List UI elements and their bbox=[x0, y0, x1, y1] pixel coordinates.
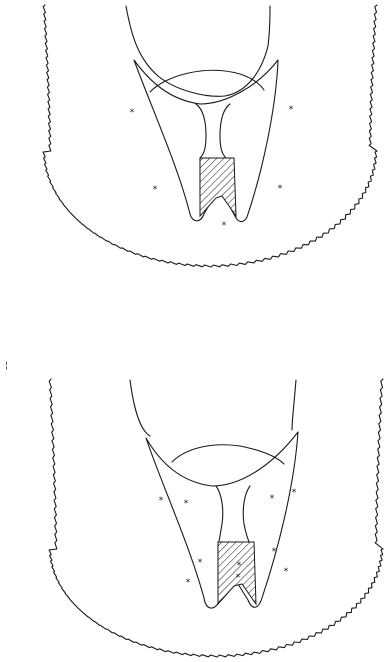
lower-star-marker: * bbox=[159, 496, 164, 506]
upper-star-marker: * bbox=[222, 221, 227, 231]
lower-diagram bbox=[49, 379, 383, 657]
lower-inner-arch bbox=[172, 445, 284, 464]
lower-rod-outline bbox=[130, 380, 296, 436]
upper-outer-outline bbox=[43, 5, 377, 267]
lower-outer-outline bbox=[49, 379, 383, 657]
lower-star-marker: * bbox=[184, 499, 189, 509]
upper-star-marker: * bbox=[153, 185, 158, 195]
upper-star-marker: * bbox=[278, 184, 283, 194]
upper-star-marker: * bbox=[130, 108, 135, 118]
lower-star-marker: * bbox=[272, 547, 277, 557]
lower-star-marker: * bbox=[186, 578, 191, 588]
lower-star-marker: * bbox=[270, 494, 275, 504]
upper-hatched-plug bbox=[200, 158, 236, 216]
upper-rod-outline bbox=[126, 6, 270, 96]
lower-star-marker: * bbox=[198, 558, 203, 568]
upper-star-marker: * bbox=[289, 105, 294, 115]
stray-mark: ¦ bbox=[5, 361, 8, 371]
lower-star-marker: * bbox=[236, 573, 241, 583]
lower-star-marker: * bbox=[237, 561, 242, 571]
lower-star-marker: * bbox=[292, 488, 297, 498]
upper-diagram bbox=[43, 5, 377, 267]
lower-star-marker: * bbox=[284, 567, 289, 577]
